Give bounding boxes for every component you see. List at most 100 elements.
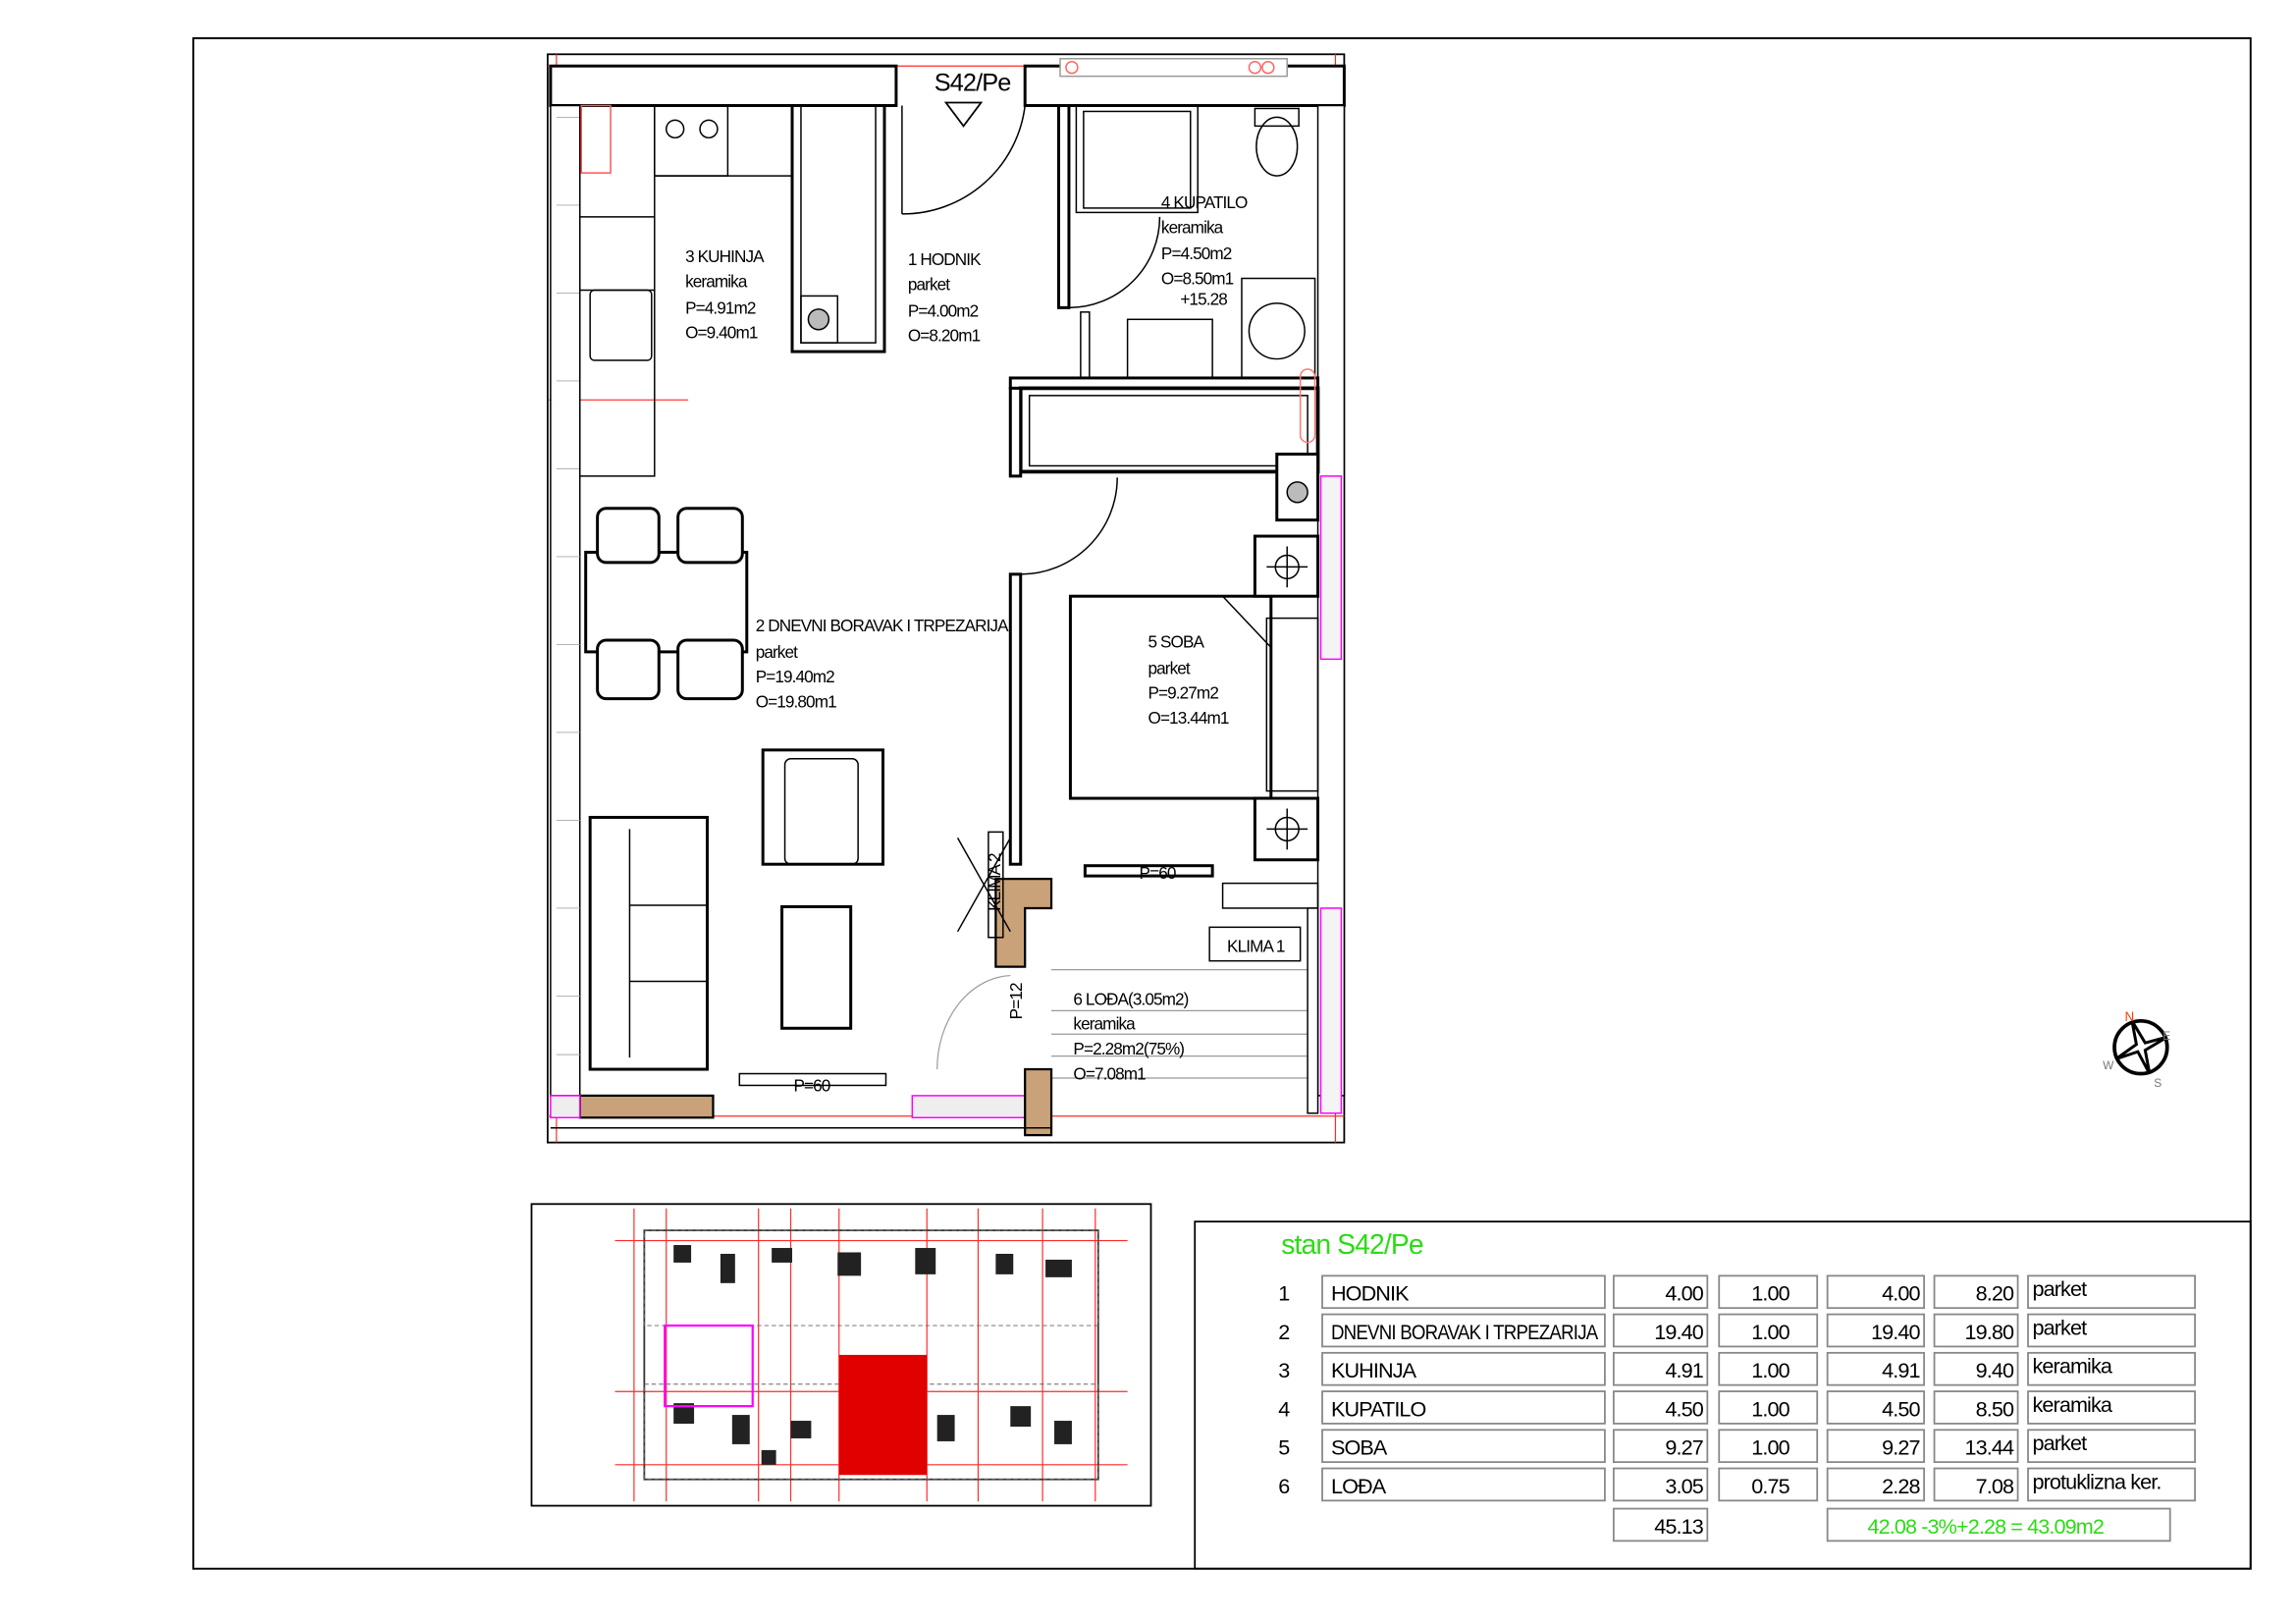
svg-text:P=4.91m2: P=4.91m2 xyxy=(685,298,756,317)
svg-text:2 DNEVNI BORAVAK I TRPEZARIJA: 2 DNEVNI BORAVAK I TRPEZARIJA xyxy=(756,616,1009,635)
row-number: 2 xyxy=(1278,1320,1289,1344)
wall-bottom-pink xyxy=(911,1095,1026,1119)
cell-box xyxy=(1826,1351,1926,1386)
bed-icon xyxy=(1068,594,1273,800)
cell-box xyxy=(1718,1467,1819,1502)
cell-name: DNEVNI BORAVAK I TRPEZARIJA xyxy=(1331,1320,1599,1344)
svg-text:parket: parket xyxy=(1148,658,1191,677)
table-totals: 45.13 42.08 -3%+2.28 = 43.09m2 xyxy=(1612,1507,2171,1542)
cell-box xyxy=(1826,1429,1926,1464)
cell-box xyxy=(1612,1429,1709,1464)
cell-coef: 1.00 xyxy=(1751,1396,1789,1421)
svg-text:parket: parket xyxy=(908,274,950,294)
window-bathroom xyxy=(1059,58,1288,78)
boiler-icon xyxy=(800,295,839,344)
cell-box xyxy=(2027,1467,2196,1502)
cell-coef: 1.00 xyxy=(1751,1320,1789,1344)
cell-area: 9.27 xyxy=(1665,1435,1702,1460)
stove-icon xyxy=(654,104,729,177)
table-title: stan S42/Pe xyxy=(1281,1229,1423,1261)
svg-text:keramika: keramika xyxy=(685,271,748,291)
cell-box xyxy=(1718,1351,1819,1386)
cell-box xyxy=(1933,1467,2019,1502)
cell-box xyxy=(1826,1313,1926,1348)
unit-label: S42/Pe xyxy=(934,70,1011,97)
toilet-icon xyxy=(1255,116,1299,177)
chair-icon xyxy=(596,638,661,701)
window-bedroom-label: P=60 xyxy=(1140,863,1176,883)
floor-plan: S42/Pe xyxy=(547,53,1346,1144)
bathroom-door-swing xyxy=(1068,216,1161,309)
room-label-kupatilo: 4 KUPATILO keramika P=4.50m2 O=8.50m1 +1… xyxy=(1161,192,1249,308)
cell-box xyxy=(1933,1274,2019,1310)
north-arrow-compass: N E S W xyxy=(2103,1009,2171,1090)
room-schedule-table: stan S42/Pe xyxy=(1194,1220,2252,1570)
cell-box xyxy=(2027,1313,2196,1348)
klima-2-label: KLIMA 2 xyxy=(985,853,1004,911)
cell-net: 4.00 xyxy=(1882,1281,1920,1306)
cell-net: 4.50 xyxy=(1882,1396,1920,1421)
key-plan xyxy=(530,1203,1152,1507)
chair-icon xyxy=(596,507,661,565)
coffee-table xyxy=(780,904,853,1030)
svg-text:O=8.20m1: O=8.20m1 xyxy=(908,326,981,346)
level-mark: +15.28 xyxy=(1180,289,1227,308)
sofa-icon xyxy=(588,815,709,1071)
cell-area: 3.05 xyxy=(1665,1474,1703,1498)
cell-box xyxy=(1321,1274,1606,1310)
cell-area: 4.91 xyxy=(1665,1358,1702,1382)
cell-area: 4.50 xyxy=(1665,1396,1703,1421)
cell-box xyxy=(2027,1351,2196,1386)
wardrobe-bedroom xyxy=(1018,386,1320,474)
cell-coef: 1.00 xyxy=(1751,1435,1789,1460)
cell-floor: parket xyxy=(2032,1431,2087,1455)
cell-box xyxy=(1612,1313,1709,1348)
cell-name: KUPATILO xyxy=(1331,1396,1426,1421)
cell-net: 19.40 xyxy=(1871,1320,1920,1344)
cell-perim: 8.50 xyxy=(1976,1396,2014,1421)
cell-box xyxy=(1612,1390,1709,1425)
cell-box xyxy=(1826,1274,1926,1310)
klima-2-unit xyxy=(988,831,1004,939)
cell-net: 9.27 xyxy=(1882,1435,1919,1460)
cell-box xyxy=(1933,1313,2019,1348)
cell-box xyxy=(1321,1390,1606,1425)
svg-text:1 HODNIK: 1 HODNIK xyxy=(908,249,982,269)
cell-perim: 19.80 xyxy=(1964,1320,2013,1344)
cell-box xyxy=(1826,1467,1926,1502)
room-label-soba: 5 SOBA parket P=9.27m2 O=13.44m1 xyxy=(1148,631,1230,728)
cell-coef: 1.00 xyxy=(1751,1358,1789,1382)
chair-icon xyxy=(676,507,744,565)
row-number: 5 xyxy=(1278,1435,1290,1460)
svg-text:keramika: keramika xyxy=(1073,1014,1136,1034)
cell-box xyxy=(2027,1429,2196,1464)
window-living xyxy=(738,1072,887,1087)
cell-box xyxy=(1321,1467,1606,1502)
cell-box xyxy=(1321,1351,1606,1386)
cell-box xyxy=(2027,1274,2196,1310)
dining-table xyxy=(584,550,749,654)
loggia-door-swing xyxy=(936,974,1011,1070)
loggia-door-label: P=12 xyxy=(1006,983,1026,1019)
svg-text:4 KUPATILO: 4 KUPATILO xyxy=(1161,192,1248,212)
row-number: 3 xyxy=(1278,1358,1290,1382)
cell-box xyxy=(1718,1313,1819,1348)
armchair-icon xyxy=(761,748,884,866)
svg-text:O=9.40m1: O=9.40m1 xyxy=(685,323,758,343)
cell-box xyxy=(1718,1429,1819,1464)
total-area: 45.13 xyxy=(1654,1514,1703,1539)
cell-box xyxy=(1718,1390,1819,1425)
room-label-hodnik: 1 HODNIK parket P=4.00m2 O=8.20m1 xyxy=(908,249,983,346)
row-number: 6 xyxy=(1278,1474,1290,1498)
svg-text:O=7.08m1: O=7.08m1 xyxy=(1073,1063,1146,1083)
klima-1-unit xyxy=(1208,926,1302,962)
window-bedroom xyxy=(1083,864,1214,878)
row-number: 1 xyxy=(1278,1281,1289,1306)
cell-net: 4.91 xyxy=(1882,1358,1919,1382)
window-living-label: P=60 xyxy=(794,1075,830,1095)
svg-text:P=9.27m2: P=9.27m2 xyxy=(1148,683,1219,703)
svg-text:N: N xyxy=(2124,1009,2133,1024)
